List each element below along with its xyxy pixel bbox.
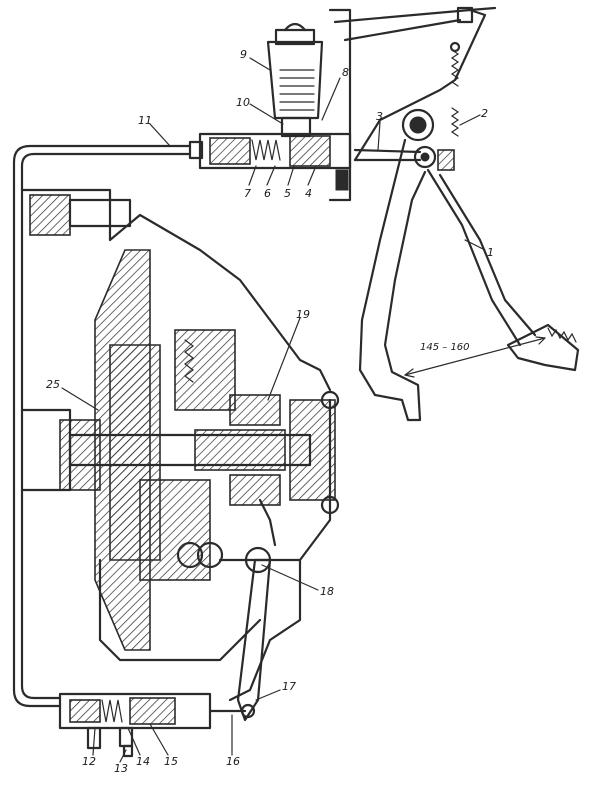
callout-11: 11 [138,114,152,127]
callout-16: 16 [226,755,240,768]
callout-leaders [61,57,486,763]
slave-cylinder [58,692,256,758]
callout-4: 4 [305,187,312,200]
dimension-label: 145 – 160 [420,342,470,353]
hydraulic-line [12,144,192,708]
pedal-assembly [328,6,580,422]
master-cylinder [188,22,352,191]
callout-8: 8 [342,66,349,79]
clutch-housing [20,188,340,722]
callout-5: 5 [284,187,291,200]
callout-6: 6 [264,187,271,200]
callout-15: 15 [164,755,178,768]
callout-17: 17 [282,680,296,693]
callout-13: 13 [114,762,128,775]
pedal-travel-dimension: 145 – 160 [404,336,546,378]
callout-2: 2 [481,107,488,120]
callout-12: 12 [82,755,96,768]
callout-labels: 1 2 3 4 5 6 7 8 9 10 11 12 13 14 15 16 1… [46,48,494,775]
callout-19: 19 [296,308,310,321]
callout-25: 25 [46,378,60,391]
callout-7: 7 [244,187,251,200]
callout-3: 3 [376,110,383,123]
callout-1: 1 [487,246,494,259]
callout-10: 10 [236,96,250,109]
callout-14: 14 [136,755,150,768]
callout-18: 18 [320,585,334,598]
callout-9: 9 [240,48,247,61]
